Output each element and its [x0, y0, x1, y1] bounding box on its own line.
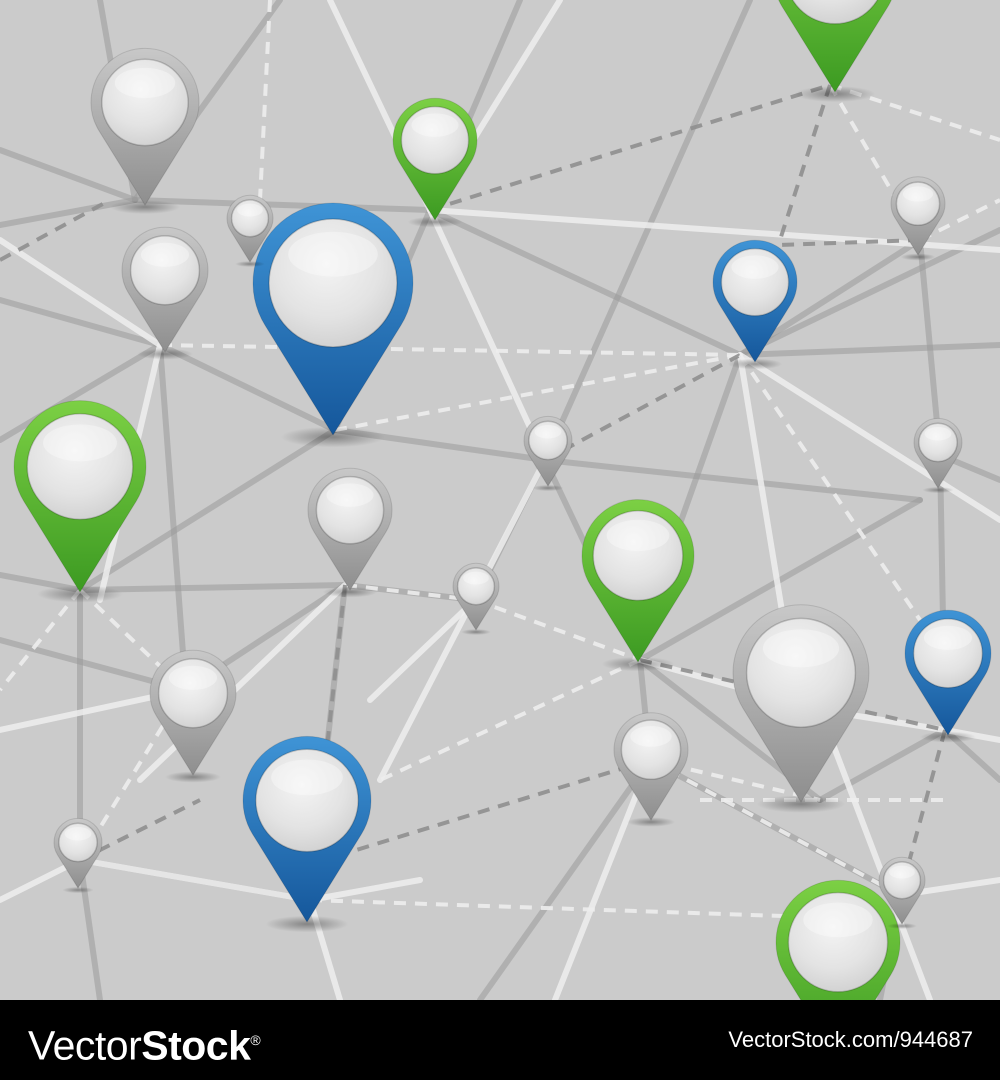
dashed-line	[898, 729, 947, 896]
dashed-line	[339, 758, 651, 857]
white-line	[737, 352, 1000, 523]
gray-line	[477, 757, 653, 1000]
green-map-pin-icon	[775, 879, 901, 1000]
dashed-line	[0, 588, 82, 692]
white-line	[0, 237, 163, 348]
dashed-line	[919, 198, 1000, 242]
dashed-line	[738, 353, 922, 622]
gray-map-pin-icon	[121, 226, 209, 360]
gray-line	[157, 342, 338, 433]
gray-line	[542, 0, 753, 463]
network-lines-white	[0, 0, 1000, 1000]
dashed-line	[344, 583, 476, 602]
white-line	[552, 757, 653, 1000]
gray-map-pin-icon	[878, 856, 926, 929]
white-line	[137, 582, 348, 783]
blue-map-pin-icon	[904, 609, 992, 743]
gray-line	[0, 147, 138, 203]
dashed-line	[379, 658, 641, 782]
gray-map-pin-icon	[307, 467, 393, 598]
blue-map-pin-icon	[712, 239, 798, 370]
gray-map-pin-icon	[226, 194, 274, 267]
blue-map-pin-icon	[242, 735, 372, 933]
gray-map-pin-icon	[913, 417, 963, 494]
gray-line	[637, 497, 923, 663]
gray-map-pin-icon	[890, 176, 946, 261]
gray-map-pin-icon	[53, 817, 103, 894]
dashed-line	[544, 353, 741, 462]
gray-line	[77, 857, 103, 1000]
gray-line	[132, 197, 433, 213]
dashed-line	[334, 353, 741, 432]
gray-line	[0, 297, 163, 348]
logo-text-vector: Vector	[28, 1022, 142, 1069]
gray-line	[77, 427, 338, 593]
gray-line	[542, 457, 923, 503]
gray-map-pin-icon	[732, 604, 870, 813]
footer-bar: VectorStock® VectorStock.com/944687	[0, 1000, 1000, 1080]
gray-line	[0, 197, 138, 228]
gray-map-pin-icon	[613, 712, 689, 827]
white-line	[77, 857, 313, 903]
white-line	[427, 207, 1000, 253]
map-pins	[13, 0, 992, 1000]
gray-line	[157, 342, 188, 683]
blue-map-pin-icon	[252, 202, 414, 448]
green-map-pin-icon	[778, 0, 892, 103]
logo-registered-mark: ®	[250, 1032, 261, 1048]
gray-map-pin-icon	[452, 562, 500, 635]
gray-line	[0, 342, 163, 443]
white-line	[427, 207, 548, 463]
dashed-line	[778, 84, 832, 241]
dashed-line	[159, 343, 741, 357]
map-pin-network-illustration	[0, 0, 1000, 1000]
green-map-pin-icon	[13, 400, 147, 603]
gray-line	[77, 582, 348, 593]
white-line	[307, 877, 423, 903]
dashed-line	[649, 758, 901, 897]
gray-line	[737, 227, 1000, 358]
gray-map-pin-icon	[90, 47, 200, 215]
gray-map-pin-icon	[523, 415, 573, 492]
green-map-pin-icon	[581, 499, 695, 672]
dashed-line	[474, 598, 641, 662]
gray-line	[737, 342, 1000, 358]
dashed-line	[429, 83, 831, 212]
gray-line	[817, 727, 948, 803]
white-line	[817, 707, 933, 1000]
gray-line	[427, 207, 743, 358]
gray-map-pin-icon	[149, 649, 237, 783]
white-line	[307, 897, 343, 1000]
image-id: VectorStock.com/944687	[728, 1027, 973, 1052]
network-graphic	[0, 0, 1000, 1000]
dashed-line	[779, 238, 921, 247]
white-line	[377, 457, 548, 783]
green-map-pin-icon	[392, 97, 478, 228]
dashed-line	[78, 588, 187, 692]
logo-text-stock: Stock	[141, 1022, 251, 1069]
white-line	[367, 597, 478, 703]
vectorstock-logo: VectorStock®	[28, 1014, 261, 1072]
